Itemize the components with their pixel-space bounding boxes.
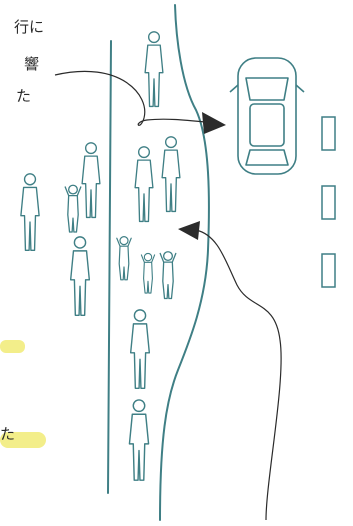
arrow-icon [178,221,200,240]
pedestrian-icon [145,32,163,107]
pedestrian-icon [129,400,148,480]
text-fragment-4: た [0,421,15,447]
pedestrian-icon [71,237,90,315]
text-fragment-2: 響 [24,51,39,77]
text-fragment-1: 行に [14,14,44,40]
pedestrian-child-icon [65,185,81,232]
pedestrian-child-icon [117,237,131,280]
lane-marker-icon [322,254,335,287]
arrow-icon [202,112,226,134]
pedestrian-icon [162,137,180,212]
lane-markers [322,117,335,287]
lane-marker-icon [322,117,335,150]
highlight-stroke-1 [0,340,25,353]
pedestrian-icon [82,143,100,218]
pedestrian-icon [135,147,153,222]
lane-marker-icon [322,186,335,219]
car-top-view-icon [230,58,304,174]
sidewalk-left-edge [108,41,111,493]
pedestrian-group [21,32,180,480]
text-fragment-3: た [16,83,31,109]
pedestrian-child-icon [160,252,176,299]
pedestrian-icon [21,174,39,251]
pedestrian-child-icon [141,253,154,293]
arrow-to-car [55,71,205,125]
pedestrian-icon [131,310,150,388]
arrow-to-road [196,230,281,520]
